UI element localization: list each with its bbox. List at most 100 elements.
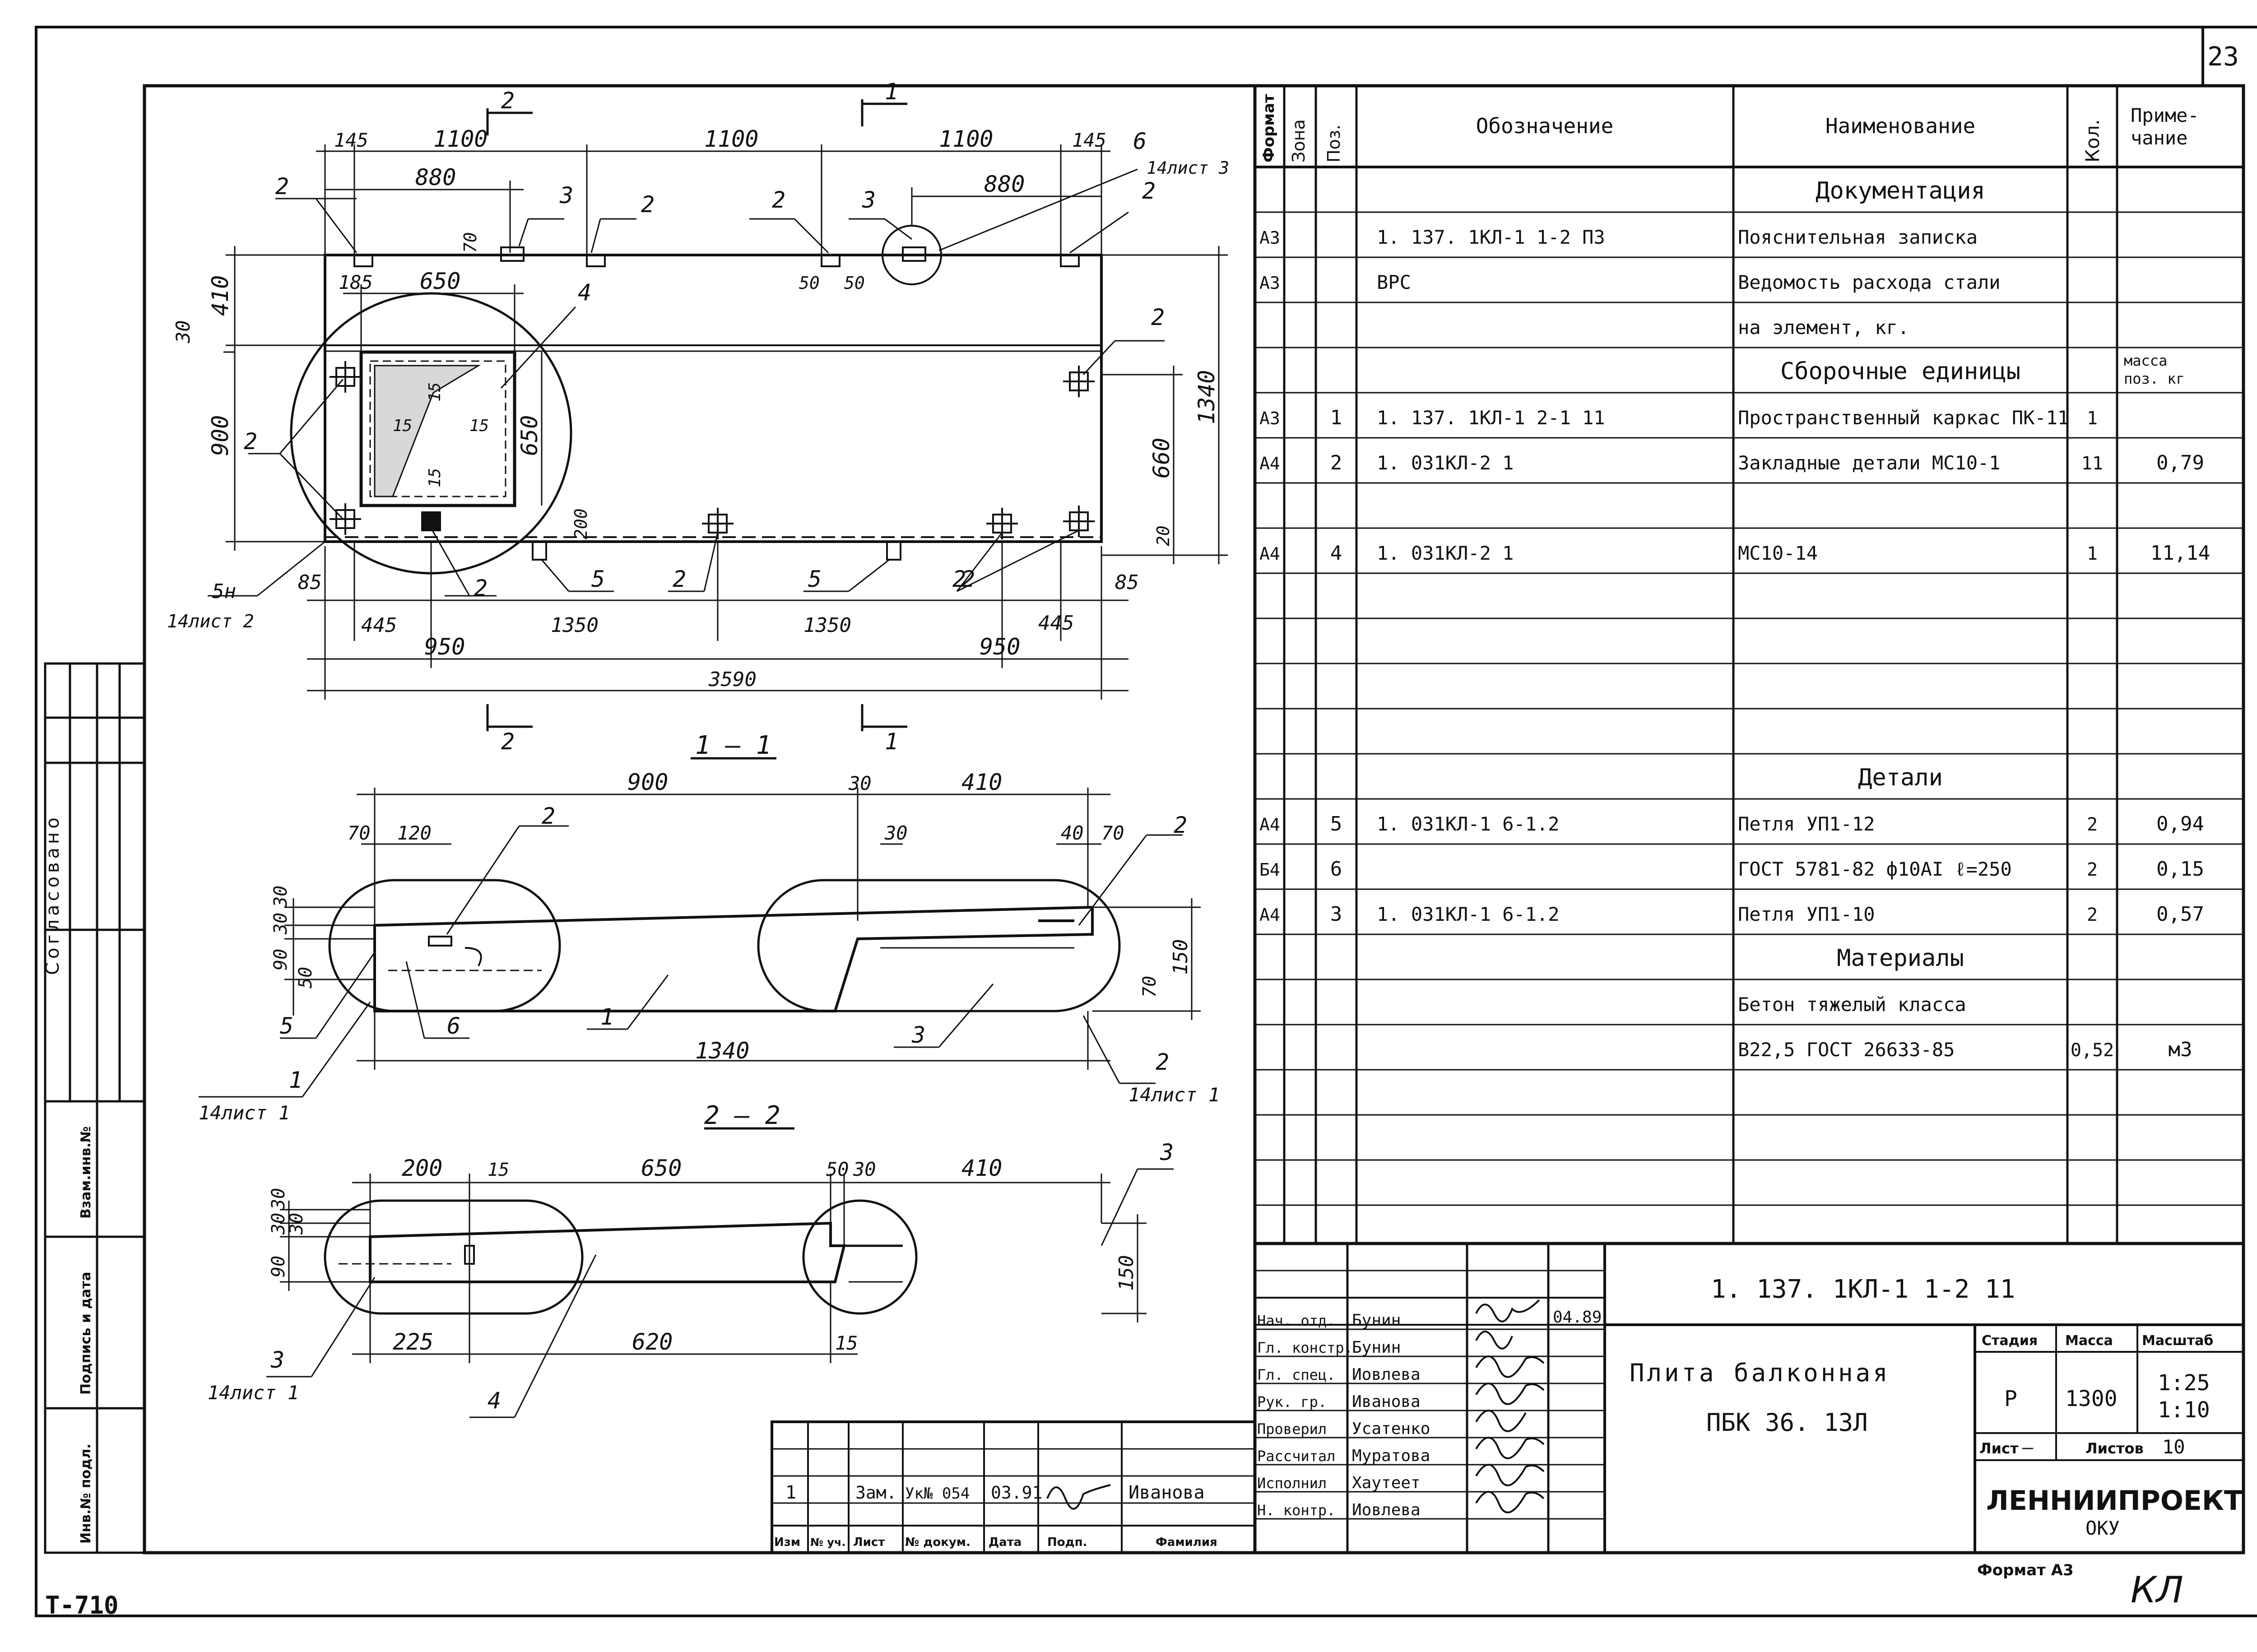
cell-position: 3: [1330, 903, 1342, 926]
change-header: Дата: [989, 1536, 1022, 1549]
dim: 30: [270, 886, 291, 908]
dim: 150: [1115, 1255, 1138, 1291]
cell-name: Ведомость расхода стали: [1738, 271, 2001, 293]
section-mark: 2: [501, 729, 515, 755]
title-block: 1. 137. 1КЛ-1 1-2 11 Плита балконная ПБК…: [1553, 1275, 2243, 1539]
approval-date: 04.89: [1553, 1308, 1602, 1327]
callout: 5: [591, 566, 605, 592]
dim: 880: [984, 171, 1025, 197]
cell-name: МС10-14: [1738, 542, 1818, 564]
cell-position: 5: [1330, 812, 1342, 835]
cell-format: А3: [1259, 228, 1280, 248]
signatures: [1046, 1299, 1545, 1513]
callout: 2: [1174, 812, 1187, 838]
mass-label: Масса: [2065, 1333, 2113, 1349]
cell-section-heading: Документация: [1816, 177, 1985, 204]
dim: 900: [207, 415, 233, 456]
sheet-ref: 5н: [212, 580, 236, 603]
cell-quantity: 11: [2081, 453, 2103, 474]
col-header: Формат: [1260, 94, 1278, 162]
drawing-title: Плита балконная: [1630, 1359, 1890, 1387]
staff-role: Гл. констр.: [1257, 1339, 1353, 1356]
dim: 70: [1139, 976, 1160, 998]
dim: 30: [172, 320, 194, 343]
change-type: Зам.: [855, 1483, 897, 1503]
staff-name: Иовлева: [1352, 1365, 1421, 1384]
cell-section-heading: Сборочные единицы: [1780, 358, 2020, 385]
drawing-mark: ПБК 36. 13Л: [1706, 1408, 1868, 1437]
staff-name: Бунин: [1352, 1338, 1401, 1357]
callout: 2: [1156, 1049, 1169, 1075]
dim: 90: [268, 1256, 289, 1277]
staff-name: Муратова: [1352, 1447, 1430, 1465]
callout: 3: [862, 187, 876, 213]
cell-section-heading: Материалы: [1837, 945, 1964, 972]
cell-quantity: 2: [2087, 814, 2098, 835]
cell-position: 6: [1330, 858, 1342, 881]
sheet-ref: 14лист 2: [167, 611, 254, 632]
dim: 1100: [704, 126, 758, 152]
side-stamp-cell: Подпись и дата: [78, 1272, 94, 1395]
dim: 15: [488, 1160, 509, 1180]
cell-name: Бетон тяжелый класса: [1738, 993, 1966, 1016]
dim: 200: [571, 508, 591, 539]
dim: 15: [426, 382, 444, 402]
cell-designation: ВРС: [1377, 271, 1411, 293]
section-1-view: [199, 757, 1201, 1098]
dim: 650: [516, 415, 543, 456]
dim: 30: [853, 1158, 876, 1180]
callout: 5: [808, 566, 822, 592]
staff-role: Гл. спец.: [1257, 1366, 1335, 1383]
callout: 2: [952, 566, 966, 592]
side-stamp-agreed: Согласовано: [42, 814, 63, 975]
dim: 30: [848, 772, 872, 794]
cell-designation: 1. 031КЛ-1 6-1.2: [1377, 903, 1560, 925]
staff-name: Усатенко: [1352, 1420, 1430, 1438]
cell-note: 0,15: [2156, 858, 2204, 881]
callout: 3: [911, 1022, 925, 1048]
dim: 145: [334, 129, 368, 151]
staff-role: Нач. отд.: [1257, 1312, 1335, 1329]
scale-label: Масштаб: [2142, 1333, 2213, 1349]
dim: 1100: [433, 126, 488, 152]
dim: 1340: [695, 1038, 749, 1064]
dim: 30: [884, 822, 908, 844]
dim: 85: [1115, 571, 1139, 594]
sheet-number: 23: [2207, 41, 2239, 72]
org-name: ЛЕННИИПРОЕКТ: [1986, 1485, 2243, 1517]
callout: 1: [289, 1067, 302, 1093]
sheet-value: –: [2022, 1437, 2034, 1458]
dim: 30: [268, 1213, 289, 1235]
cell-name: на элемент, кг.: [1738, 316, 1909, 339]
section-mark: 2: [501, 88, 515, 114]
dim: 650: [641, 1155, 682, 1181]
cell-name: Пространственный каркас ПК-11: [1738, 407, 2069, 429]
dim: 30: [270, 913, 291, 935]
title-block-grid: [771, 1242, 2245, 1555]
dim: 185: [339, 271, 373, 293]
callout: 4: [578, 279, 591, 306]
callout: 2: [275, 173, 289, 200]
dim: 410: [961, 1155, 1002, 1181]
callout: 2: [772, 187, 785, 213]
section-2-view: [266, 1127, 1174, 1418]
callout: 2: [542, 803, 555, 829]
dim: 900: [627, 769, 668, 795]
col-header: Приме-: [2131, 104, 2199, 126]
cell-name: ГОСТ 5781-82 ф10АI ℓ=250: [1738, 858, 2012, 880]
dim: 620: [632, 1329, 673, 1355]
col-header: Обозначение: [1476, 114, 1614, 138]
dim: 15: [426, 468, 444, 487]
plan-labels: 2 1 2 1 145 1100 1100 1100 145 880 880 1…: [167, 79, 1229, 755]
initials-mark: КЛ: [2131, 1569, 2183, 1611]
dim: 30: [286, 1213, 307, 1235]
staff-name: Бунин: [1352, 1311, 1401, 1330]
callout: 2: [244, 428, 257, 455]
scale-value: 1:25: [2158, 1370, 2210, 1396]
dim: 225: [393, 1329, 433, 1355]
doc-code: 1. 137. 1КЛ-1 1-2 11: [1711, 1275, 2015, 1304]
side-stamp-cell: Инв.№ подл.: [78, 1443, 94, 1544]
section-title: 1 — 1: [695, 731, 771, 760]
